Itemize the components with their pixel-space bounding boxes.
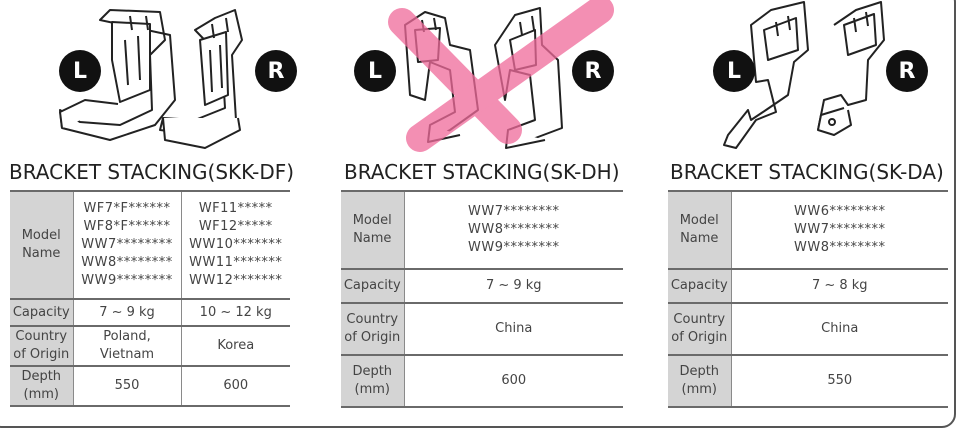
model-list: WW6******** WW7******** WW8******** [731, 190, 948, 270]
country-value: Poland, Vietnam [73, 326, 182, 367]
spec-table-skk-df: Model Name WF7*F****** WF8*F****** WW7**… [10, 190, 290, 407]
panel-title: BRACKET STACKING(SK-DA) [670, 160, 944, 184]
panel-skk-df: L R BRACKET STACKING(SKK-DF) Model Name … [0, 0, 300, 420]
model-name-label: Model Name [341, 190, 405, 270]
capacity-label: Capacity [341, 269, 405, 304]
right-badge: R [886, 50, 928, 92]
model-entry: WW10******* [189, 237, 283, 252]
depth-label: Depth (mm) [668, 355, 732, 408]
depth-value: 550 [731, 355, 948, 408]
model-entry: WW9******** [81, 273, 173, 288]
capacity-value: 7 ~ 8 kg [731, 269, 948, 304]
model-entry: WW9******** [468, 240, 560, 255]
bracket-sk-da-illustration [723, 1, 885, 149]
bracket-skk-df-illustration [59, 9, 243, 149]
depth-value: 600 [404, 355, 623, 408]
model-entry: WW8******** [794, 240, 886, 255]
capacity-label: Capacity [668, 269, 732, 304]
table-row-model: Model Name WF7*F****** WF8*F****** WW7**… [10, 190, 290, 300]
model-list-col1: WF7*F****** WF8*F****** WW7******** WW8*… [73, 190, 182, 300]
model-entry: WW7******** [794, 222, 886, 237]
spec-table-sk-dh: Model Name WW7******** WW8******** WW9**… [341, 190, 623, 408]
table-row-country: Country of Origin Poland, Vietnam Korea [10, 326, 290, 367]
left-badge: L [713, 50, 755, 92]
model-entry: WW8******** [468, 222, 560, 237]
model-entry: WW8******** [81, 255, 173, 270]
country-value: China [731, 303, 948, 356]
capacity-label: Capacity [10, 299, 74, 327]
bracket-sk-dh-illustration [388, 0, 614, 152]
model-name-label: Model Name [10, 190, 74, 300]
table-row-depth: Depth (mm) 550 [668, 355, 948, 408]
right-badge: R [255, 50, 297, 92]
capacity-value: 7 ~ 9 kg [404, 269, 623, 304]
model-entry: WW11******* [189, 255, 283, 270]
panel-sk-da: L R BRACKET STACKING(SK-DA) Model Name W… [656, 0, 956, 420]
cross-mark-icon [388, 0, 614, 152]
depth-label: Depth (mm) [10, 366, 74, 407]
model-entry: WW7******** [81, 237, 173, 252]
country-label: Country of Origin [668, 303, 732, 356]
country-label: Country of Origin [10, 326, 74, 367]
model-entry: WF11***** [198, 201, 273, 216]
country-label: Country of Origin [341, 303, 405, 356]
table-row-capacity: Capacity 7 ~ 8 kg [668, 269, 948, 304]
model-name-label: Model Name [668, 190, 732, 270]
country-value: China [404, 303, 623, 356]
right-badge: R [572, 50, 614, 92]
table-row-country: Country of Origin China [668, 303, 948, 356]
model-entry: WF8*F****** [83, 219, 171, 234]
capacity-value: 10 ~ 12 kg [181, 299, 290, 327]
table-row-capacity: Capacity 7 ~ 9 kg 10 ~ 12 kg [10, 299, 290, 327]
model-entry: WW7******** [468, 204, 560, 219]
table-row-depth: Depth (mm) 600 [341, 355, 623, 408]
country-value: Korea [181, 326, 290, 367]
table-row-model: Model Name WW7******** WW8******** WW9**… [341, 190, 623, 270]
model-list: WW7******** WW8******** WW9******** [404, 190, 623, 270]
panel-title: BRACKET STACKING(SKK-DF) [9, 160, 295, 184]
spec-table-sk-da: Model Name WW6******** WW7******** WW8**… [668, 190, 948, 408]
panel-sk-dh: L R BRACKET STACKING(SK-DH) Model Name W… [330, 0, 630, 420]
left-badge: L [354, 50, 396, 92]
model-list-col2: WF11***** WF12***** WW10******* WW11****… [181, 190, 290, 300]
table-row-country: Country of Origin China [341, 303, 623, 356]
model-entry: WF7*F****** [83, 201, 171, 216]
table-row-depth: Depth (mm) 550 600 [10, 366, 290, 407]
depth-value: 600 [181, 366, 290, 407]
capacity-value: 7 ~ 9 kg [73, 299, 182, 327]
model-entry: WW12******* [189, 273, 283, 288]
depth-label: Depth (mm) [341, 355, 405, 408]
model-entry: WW6******** [794, 204, 886, 219]
left-badge: L [59, 50, 101, 92]
panel-title: BRACKET STACKING(SK-DH) [344, 160, 620, 184]
depth-value: 550 [73, 366, 182, 407]
table-row-capacity: Capacity 7 ~ 9 kg [341, 269, 623, 304]
table-row-model: Model Name WW6******** WW7******** WW8**… [668, 190, 948, 270]
model-entry: WF12***** [198, 219, 273, 234]
